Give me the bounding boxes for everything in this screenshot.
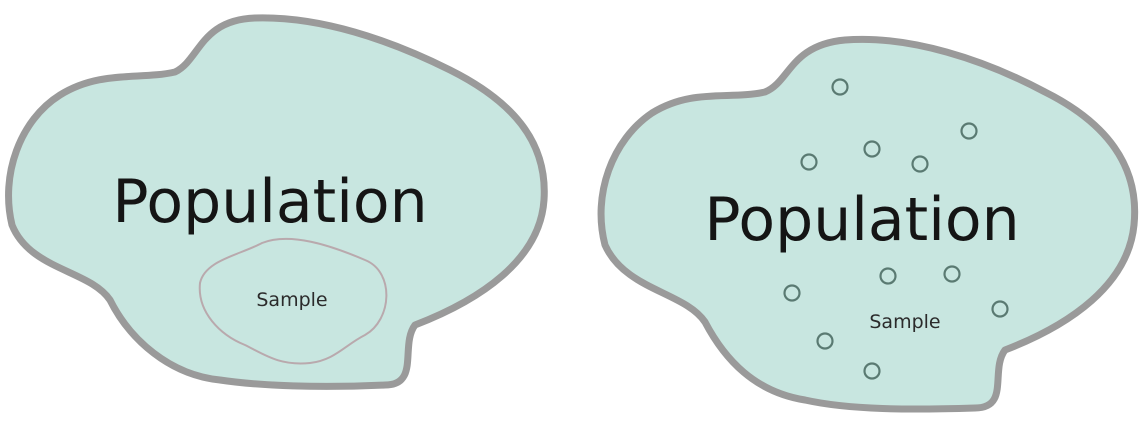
population-label: Population (112, 167, 427, 237)
sample-point (879, 267, 897, 285)
sample-point (863, 362, 881, 380)
sample-point (960, 122, 978, 140)
population-diagram-contiguous-sample: Population Sample (5, 14, 548, 390)
population-region (5, 14, 548, 390)
sample-label: Sample (869, 311, 940, 333)
sample-region (198, 237, 388, 365)
sample-point (816, 332, 834, 350)
sample-point (943, 265, 961, 283)
sample-point (783, 284, 801, 302)
sample-point (991, 300, 1009, 318)
sample-point (800, 153, 818, 171)
sample-point (911, 155, 929, 173)
sample-point (863, 140, 881, 158)
sample-label: Sample (256, 289, 327, 311)
population-diagram-random-sample: Population Sample (597, 35, 1139, 413)
sample-point (831, 78, 849, 96)
population-label: Population (704, 185, 1019, 255)
sample-points (783, 78, 1009, 380)
